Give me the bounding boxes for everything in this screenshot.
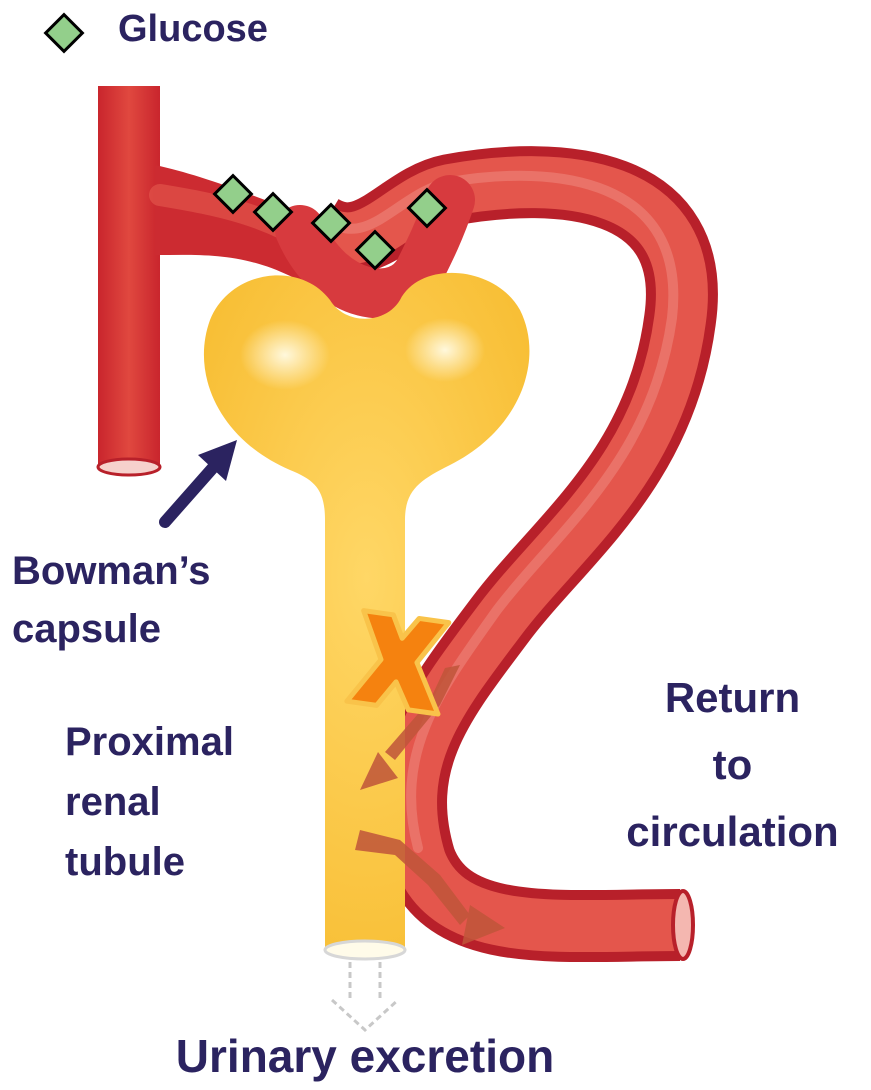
proximal-tubule-label-line: Proximal (65, 712, 234, 772)
proximal-tubule-label-line: renal (65, 772, 234, 832)
glucose-legend-label: Glucose (118, 8, 268, 52)
bowmans-capsule-label: Bowman’s capsule (12, 542, 211, 658)
return-label-line: to (600, 731, 865, 798)
green-diamond-icon (46, 15, 83, 52)
urinary-excretion-arrow (332, 962, 398, 1030)
urinary-excretion-label: Urinary excretion (0, 1030, 730, 1083)
return-label-line: Return (600, 664, 865, 731)
return-to-circulation-label: Return to circulation (600, 664, 865, 865)
proximal-tubule-label: Proximal renal tubule (65, 712, 234, 892)
bowmans-pointer-arrow (165, 440, 237, 522)
bowmans-capsule-label-line: Bowman’s (12, 542, 211, 600)
bowmans-capsule-label-line: capsule (12, 600, 211, 658)
proximal-tubule-label-line: tubule (65, 832, 234, 892)
return-label-line: circulation (600, 798, 865, 865)
